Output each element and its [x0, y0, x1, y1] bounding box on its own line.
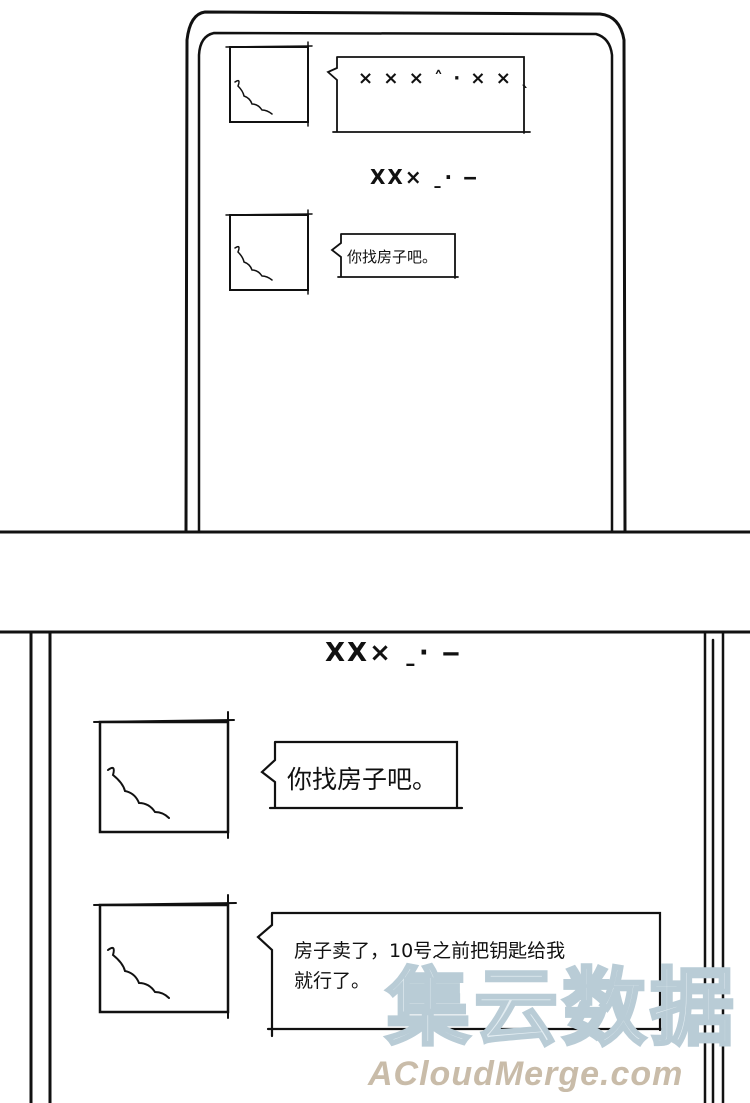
message-panel2-2-line2: 就行了。	[294, 970, 371, 992]
phone-frame-panel1	[0, 10, 750, 534]
sender-name-panel1: XX× ˍ· ‒	[370, 165, 480, 189]
message-panel1-2: 你找房子吧。	[347, 248, 438, 266]
watermark-latin: ACloudMerge.com	[368, 1055, 684, 1093]
bubble-panel2-1	[260, 740, 464, 810]
message-panel2-1: 你找房子吧。	[287, 765, 438, 794]
avatar-panel2-2	[93, 894, 237, 1019]
avatar-panel2-1	[93, 711, 235, 839]
bubble-panel1-1	[326, 56, 531, 134]
message-panel2-2-line1: 房子卖了，10号之前把钥匙给我	[294, 940, 566, 962]
watermark-chinese: 集云数据	[384, 959, 739, 1057]
message-placeholder-panel1: × × × ˄ · × × ˎ	[358, 68, 533, 89]
avatar-panel1-1	[225, 41, 313, 127]
sender-name-panel2: XX× ˍ· ‒	[325, 638, 462, 668]
avatar-panel1-2	[225, 209, 313, 295]
phone-frame-panel2	[0, 630, 750, 1103]
bubble-panel1-2	[330, 233, 459, 279]
bubble-panel2-2	[256, 911, 670, 1038]
